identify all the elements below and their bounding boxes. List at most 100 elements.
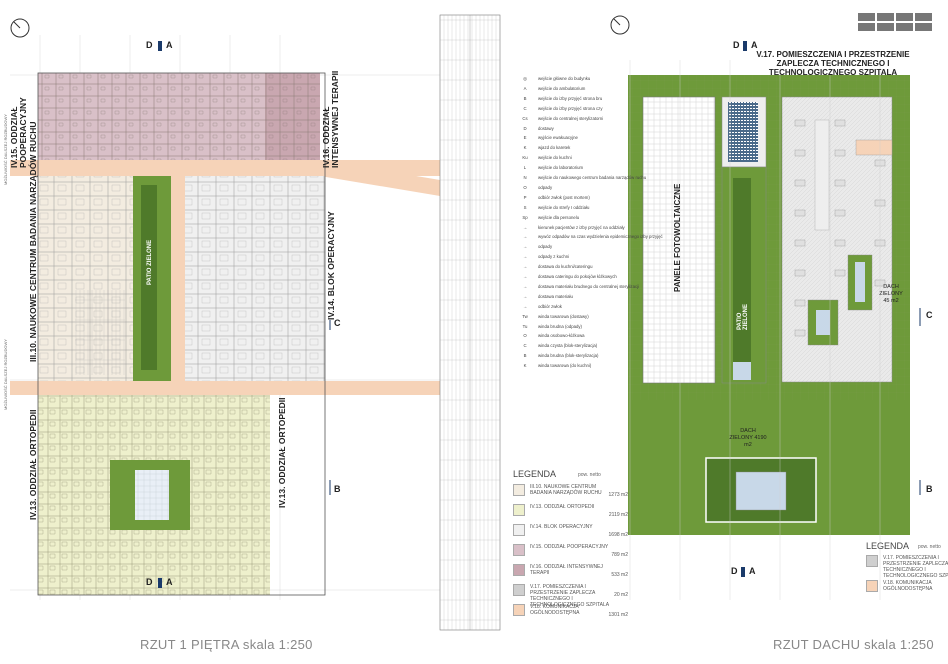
symbol-key: Cs [522, 115, 528, 121]
symbol-key: Ku [522, 155, 528, 161]
legend-item-name: V.18. KOMUNIKACJA OGÓLNODOSTĘPNA [883, 580, 933, 592]
label-ortopedii-right: IV.13. ODDZIAŁ ORTOPEDII [277, 397, 287, 508]
symbol-description: odbiór zwłok [538, 303, 562, 309]
symbol-description: dostawy [538, 125, 554, 131]
label-ortopedii-left: IV.13. ODDZIAŁ ORTOPEDII [28, 409, 38, 520]
symbol-description: wejście do izby przyjęć strona czy [538, 105, 603, 111]
symbol-key: → [522, 274, 528, 279]
section-a-top-left: A [166, 40, 173, 50]
label-panele: PANELE FOTOWOLTAICZNE [673, 183, 682, 292]
symbol-description: winda brudna (odpady) [538, 323, 582, 329]
legend-item-area: 789 m2 [611, 552, 628, 558]
label-pooperacyjny: IV.15. ODDZIAŁ POOPERACYJNY [9, 97, 28, 168]
symbol-description: wejście do naukowego centrum badania nar… [538, 175, 647, 180]
symbol-key: Tu [522, 323, 528, 329]
legend-item-name: III.10. NAUKOWE CENTRUM BADANIA NARZĄDÓW… [530, 484, 602, 496]
symbol-description: winda towarowa (dostawy) [538, 313, 589, 319]
symbol-key: Sp [522, 214, 528, 220]
symbol-key: S [523, 204, 527, 210]
symbol-description: dostawa cateringu do pokojów łóżkowych [538, 274, 617, 279]
symbol-description: wejście do izby przyjęć strona bru [538, 95, 603, 101]
caption-left: RZUT 1 PIĘTRA skala 1:250 [140, 637, 313, 652]
symbol-description: odbiór zwłok (post mortem) [538, 194, 590, 200]
symbol-key: B [523, 353, 527, 359]
v17-title: V.17. POMIESZCZENIA I PRZESTRZENIE ZAPLE… [756, 50, 910, 77]
symbol-key: A [523, 85, 527, 91]
section-c-left: C [334, 318, 341, 328]
dach-big-label: DACH ZIELONY 4190 m2 [729, 428, 767, 448]
legend-swatch [513, 544, 525, 556]
legend-item-name: IV.13. ODDZIAŁ ORTOPEDII [530, 504, 595, 510]
legend-swatch [866, 580, 878, 592]
dach-small-label: DACH ZIELONY 45 m2 [879, 284, 903, 304]
symbol-description: winda osobowo-łóżkowa [538, 333, 585, 339]
symbol-description: wejście do kuchni [538, 155, 572, 161]
symbol-key: K [523, 145, 527, 151]
symbol-description: wejście główne do budynku [538, 76, 591, 81]
symbol-description: dostawa materiału brudnego do centralnej… [538, 283, 640, 289]
legend-item-name: V.18. KOMUNIKACJA OGÓLNODOSTĘPNA [530, 604, 580, 616]
legend-swatch [513, 484, 525, 496]
symbol-description: odpady [538, 244, 553, 250]
symbol-description: winda brudna (blok-sterylizacja) [538, 353, 599, 359]
symbol-description: winda towarowa (do kuchni) [538, 363, 592, 369]
symbol-key: → [522, 264, 528, 270]
symbol-description: winda czysta (blok-sterylizacja) [538, 343, 598, 349]
symbol-key: → [522, 293, 528, 299]
symbol-description: dostawa do kuchni/cateringu [538, 264, 593, 270]
legend-item-name: IV.16. ODDZIAŁ INTENSYWNEJ TERAPII [530, 564, 603, 576]
symbol-key: D [523, 125, 527, 131]
symbol-key: P [523, 194, 527, 200]
label-mozliwosc-bottom: MOŻLIWOŚĆ DALSZEJ ROZBUDOWY [3, 339, 8, 410]
label-intensywnej-terapii: IV.16. ODDZIAŁ INTENSYWNEJ TERAPII [321, 70, 340, 168]
legend-swatch [513, 604, 525, 616]
symbol-key: ◎ [523, 76, 527, 81]
legend-item-area: 1698 m2 [608, 532, 628, 538]
legend-item-name: V.17. POMIESZCZENIA I PRZESTRZENIE ZAPLE… [883, 555, 948, 579]
symbol-key: → [522, 254, 528, 260]
legend1-col-header: pow. netto [578, 472, 601, 478]
symbol-description: kierunek pacjentów z izby przyjęć na odd… [538, 224, 625, 230]
label-patio-left: PATIO ZIELONE [147, 239, 153, 285]
legend-item-name: V.17. POMIESZCZENIA I PRZESTRZENIE ZAPLE… [530, 584, 610, 608]
legend-item-name: IV.14. BLOK OPERACYJNY [530, 524, 593, 530]
section-b-left: B [334, 484, 341, 494]
symbol-key: L [523, 165, 527, 171]
section-d-bottom-left: D [146, 577, 153, 587]
legend-item-area: 533 m2 [611, 572, 628, 578]
symbol-description: wejście do centralnej sterylizatorni [538, 115, 604, 121]
legend-item-area: 20 m2 [614, 592, 628, 598]
label-blok-operacyjny: IV.14. BLOK OPERACYJNY [326, 211, 336, 320]
symbol-key: K [523, 363, 527, 369]
symbol-key: E [523, 135, 527, 141]
symbol-description: odpady z kuchni [538, 254, 570, 260]
legend-swatch [513, 504, 525, 516]
symbol-description: wejście do strefy I oddziału [538, 204, 590, 210]
symbol-description: wejście dla personelu [538, 214, 580, 220]
legend-item-area: 1273 m2 [608, 492, 628, 498]
symbol-key: O [523, 333, 527, 339]
caption-right: RZUT DACHU skala 1:250 [773, 637, 934, 652]
legend1-title: LEGENDA [513, 469, 557, 479]
legend2-title: LEGENDA [866, 541, 910, 551]
section-a-bottom-left: A [166, 577, 173, 587]
symbol-key: C [523, 105, 527, 111]
symbol-description: wyjście ewakuacyjne [538, 135, 578, 141]
section-d-bottom-right: D [731, 566, 738, 576]
legend-swatch [866, 555, 878, 567]
label-patio-right: PATIO ZIELONE [737, 303, 749, 330]
symbol-key: B [523, 95, 527, 101]
symbol-description: odpady [538, 184, 553, 190]
symbol-description: dostawa materiału [538, 293, 573, 299]
label-mozliwosc-top: MOŻLIWOŚĆ DALSZEJ ROZBUDOWY [3, 114, 8, 185]
legend-item-area: 1301 m2 [608, 612, 628, 618]
symbol-description: wejście do laboratorium [538, 165, 584, 171]
label-centrum-badania: III.10. NAUKOWE CENTRUM BADANIA NARZĄDÓW… [28, 121, 38, 362]
section-c-right: C [926, 310, 933, 320]
symbol-description: wjazd do karetek [538, 145, 571, 151]
legend-swatch [513, 564, 525, 576]
legend-swatch [513, 524, 525, 536]
legend-item-area: 2119 m2 [608, 512, 628, 518]
section-d-top-right: D [733, 40, 740, 50]
symbol-key: → [522, 224, 528, 230]
